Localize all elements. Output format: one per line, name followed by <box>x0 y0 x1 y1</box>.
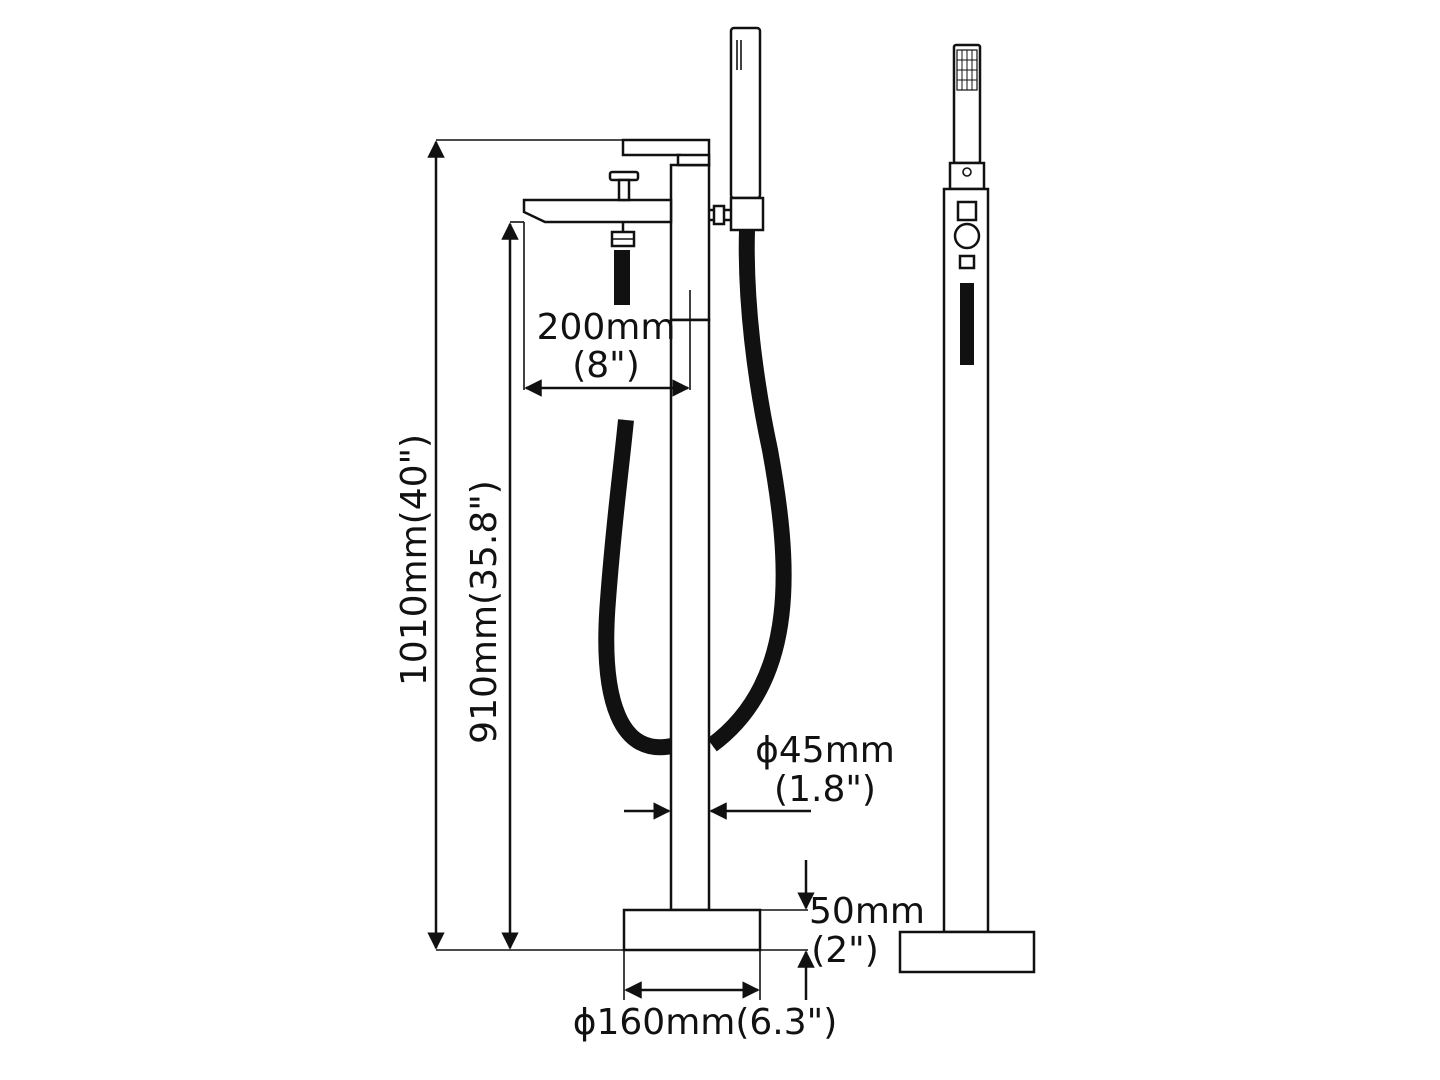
base <box>622 908 762 952</box>
dim-base-height <box>760 860 815 1000</box>
base-height-in-label: (2") <box>811 930 879 971</box>
total-height-label: 1010mm(40") <box>394 434 435 686</box>
mixer-body <box>621 138 711 322</box>
pipe-diameter-in-label: (1.8") <box>774 769 876 810</box>
spout-reach-mm-label: 200mm <box>537 307 676 348</box>
column <box>669 318 711 912</box>
hand-shower-head <box>729 26 762 200</box>
shower-hose <box>598 229 792 756</box>
pipe-diameter-mm-label: ϕ45mm <box>755 730 895 771</box>
dim-total-height <box>427 139 624 951</box>
side-view <box>898 43 1036 974</box>
side-shower-head <box>952 43 982 165</box>
side-holder <box>942 161 990 934</box>
dim-spout-height <box>501 221 524 950</box>
side-base <box>898 930 1036 974</box>
base-height-mm-label: 50mm <box>809 891 925 932</box>
base-diameter-label: ϕ160mm(6.3") <box>573 1002 838 1043</box>
shower-holder <box>708 196 765 232</box>
dim-base-diameter <box>623 950 761 1000</box>
spout <box>522 170 673 248</box>
dim-spout-reach <box>523 222 691 397</box>
spout-height-label: 910mm(35.8") <box>464 480 505 744</box>
spout-reach-in-label: (8") <box>572 345 640 386</box>
